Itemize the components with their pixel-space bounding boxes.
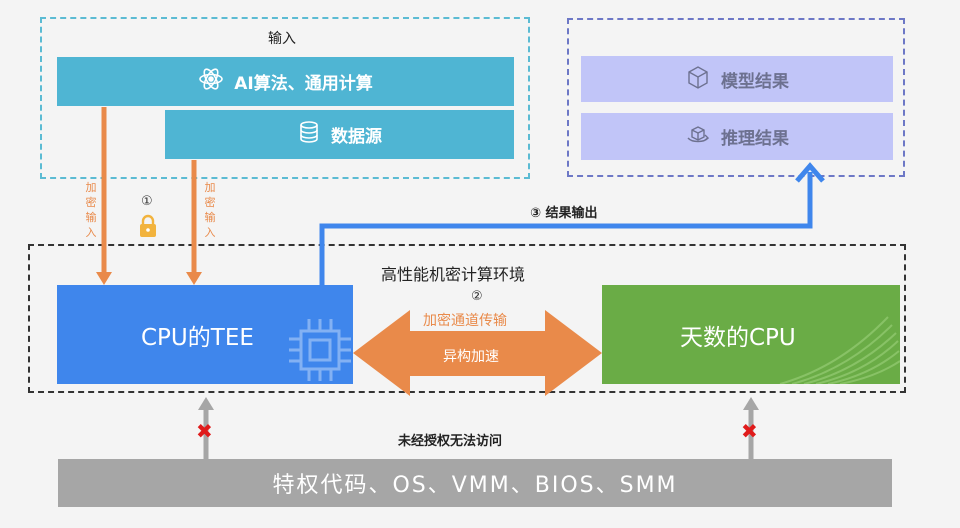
ai-compute-block: AI算法、通用计算: [57, 57, 514, 106]
cube-icon: [685, 64, 711, 95]
model-result-block: 模型结果: [581, 56, 893, 102]
database-icon: [297, 120, 321, 149]
model-result-label: 模型结果: [721, 71, 789, 92]
confidential-env-section: [28, 244, 906, 393]
enc-input-right-arrowhead: [186, 272, 202, 285]
swirl-decoration: [779, 316, 900, 384]
x-icon: ✖: [741, 419, 758, 443]
datasource-label: 数据源: [331, 127, 382, 147]
atom-icon: [198, 66, 224, 97]
encrypted-channel-label: 加密通道传输: [423, 313, 507, 329]
inference-result-label: 推理结果: [721, 129, 789, 149]
output-section: [567, 18, 905, 177]
lock-icon: [138, 214, 158, 242]
blocked-arrow-right-head: [743, 397, 759, 410]
ai-compute-label: AI算法、通用计算: [234, 74, 373, 94]
privileged-code-block: 特权代码、OS、VMM、BIOS、SMM: [58, 459, 892, 507]
step1-marker: ①: [141, 194, 153, 209]
blocked-arrow-left-head: [198, 397, 214, 410]
hetero-accel-label: 异构加速: [443, 349, 499, 365]
result-output-label: ③ 结果输出: [530, 206, 598, 221]
rotate-cube-icon: [685, 121, 711, 152]
tianshu-cpu-block: 天数的CPU: [602, 285, 900, 384]
enc-input-right-label: 加密输入: [204, 181, 216, 239]
enc-input-left-label: 加密输入: [85, 181, 97, 239]
input-title: 输入: [268, 31, 296, 47]
chip-icon: [289, 319, 351, 381]
step2-marker: ②: [471, 289, 483, 304]
input-section: [40, 17, 530, 179]
hetero-double-arrow: [353, 310, 602, 396]
result-output-arrowhead: [795, 162, 825, 183]
tianshu-cpu-label: 天数的CPU: [680, 324, 796, 351]
privileged-code-label: 特权代码、OS、VMM、BIOS、SMM: [272, 473, 678, 498]
cpu-tee-label: CPU的TEE: [141, 324, 254, 351]
result-output-path: [319, 172, 813, 287]
enc-input-left-arrowhead: [96, 272, 112, 285]
x-icon: ✖: [196, 419, 213, 443]
no-access-label: 未经授权无法访问: [398, 434, 503, 449]
env-title: 高性能机密计算环境: [381, 265, 526, 284]
datasource-block: 数据源: [165, 110, 514, 159]
cpu-tee-block: CPU的TEE: [57, 285, 353, 384]
inference-result-block: 推理结果: [581, 113, 893, 160]
